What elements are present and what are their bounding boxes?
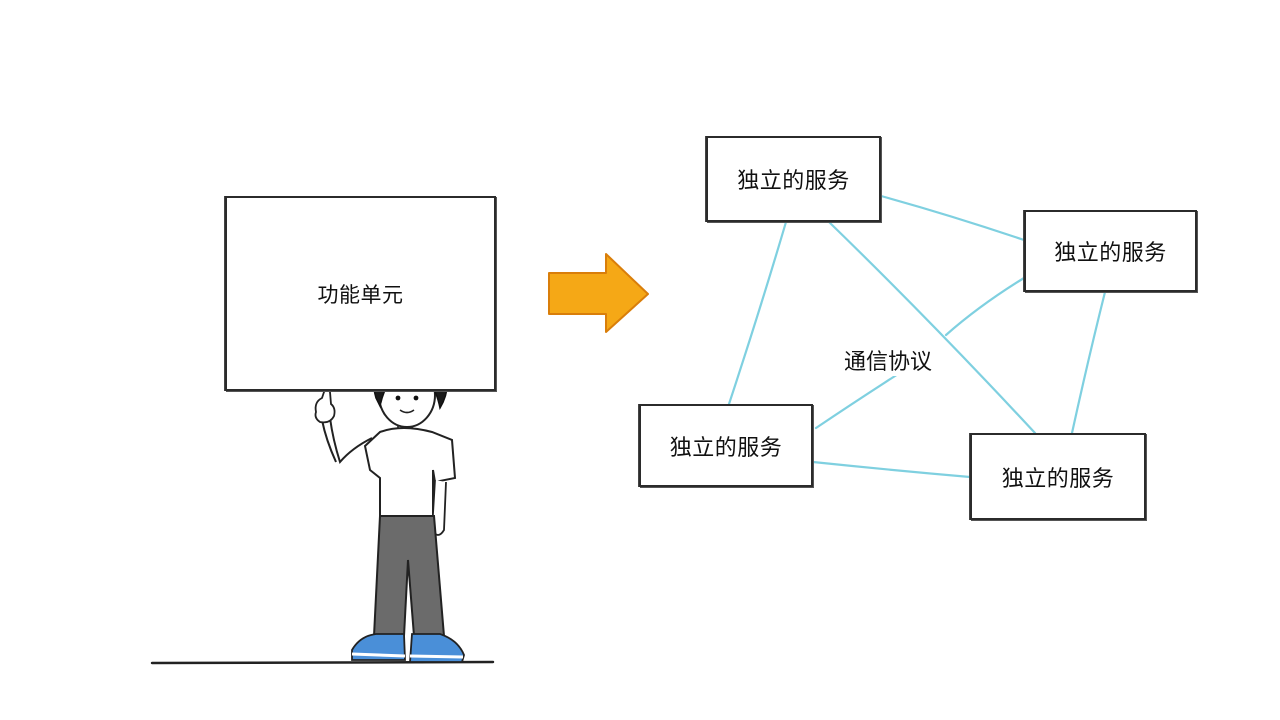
service-label: 独立的服务 <box>737 169 850 194</box>
service-box: 独立的服务 <box>1024 210 1197 292</box>
person-shirt <box>363 427 457 519</box>
connection-line <box>1070 290 1107 435</box>
service-box: 独立的服务 <box>639 404 813 487</box>
functional-unit-label: 功能单元 <box>317 282 404 307</box>
service-label: 独立的服务 <box>1001 466 1115 492</box>
service-label: 独立的服务 <box>669 435 783 461</box>
person-arm-raised <box>329 417 373 465</box>
functional-unit-box: 功能单元 <box>225 196 496 391</box>
protocol-label: 通信协议 <box>842 344 935 376</box>
connection-line <box>827 220 1037 435</box>
connection-line <box>944 276 1026 337</box>
connection-line <box>727 220 788 406</box>
person-pants <box>372 515 446 637</box>
service-box: 独立的服务 <box>970 433 1146 520</box>
connection-line <box>879 194 1026 242</box>
service-label: 独立的服务 <box>1054 241 1167 266</box>
connection-line <box>811 460 972 479</box>
service-box: 独立的服务 <box>706 136 881 222</box>
pointing-hand <box>314 389 336 424</box>
transform-arrow-icon <box>548 253 649 333</box>
